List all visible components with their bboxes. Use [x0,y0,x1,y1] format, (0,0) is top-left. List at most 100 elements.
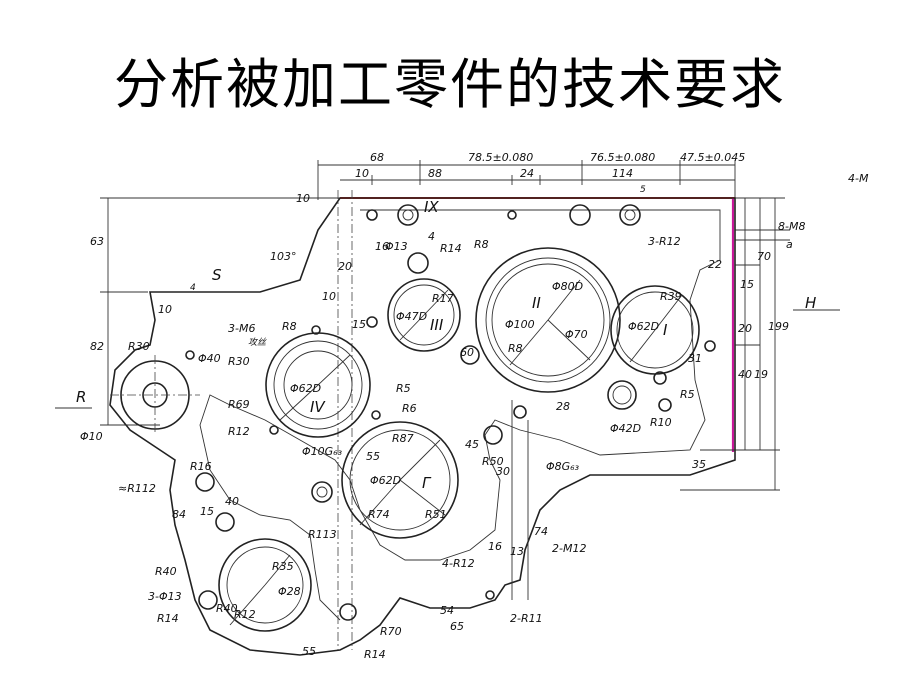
dim-phi62d-gamma: Φ62D [370,474,401,487]
dim-30: 30 [496,465,510,478]
dim-3-r12: 3-R12 [648,235,681,248]
dim-r40b: R40 [216,602,238,615]
boss-phi40 [110,355,200,435]
dim-r51: R51 [425,508,447,521]
dim-20b: 20 [338,260,352,273]
dim-phi62d-2: Φ62D [628,320,659,333]
dim-r87: R87 [392,432,414,445]
dim-phi8: Φ8G₆₃ [546,460,580,473]
dim-16b: 16 [488,540,502,553]
dim-3-m6-sub: 攻丝 [248,337,267,348]
dim-phi10: Φ10 [80,430,103,443]
left-dimension-lines [55,197,340,426]
dim-v4: 4 [190,283,196,293]
label-i: I [663,321,668,339]
dim-r12: R12 [228,425,250,438]
engineering-drawing: 68 78.5±0.080 76.5±0.080 47.5±0.045 10 8… [55,151,869,661]
dim-68: 68 [370,151,384,164]
dim-13: 13 [510,545,524,558]
dim-199: 199 [768,320,789,333]
dim-40: 40 [225,495,239,508]
dim-88: 88 [428,167,442,180]
dim-31: 31 [688,352,702,365]
dim-r6: R6 [402,402,417,415]
dim-r14c: R14 [440,242,462,255]
dim-5: 5 [640,185,646,195]
dim-55: 55 [302,645,316,658]
dim-16: 16 [375,240,389,253]
dim-28: 28 [556,400,570,413]
dim-r14: R14 [157,612,179,625]
dim-phi80d: Φ80D [552,280,583,293]
dim-3-m6: 3-M6 [228,322,255,335]
dim-phi47: Φ47D [396,310,427,323]
dim-2-r11: 2-R11 [510,612,543,625]
label-iv: IV [310,398,326,416]
label-iii: III [430,316,444,334]
dim-4-r12: 4-R12 [442,557,475,570]
dim-r30: R30 [128,340,150,353]
right-dimension-lines [680,197,840,491]
dim-r112: ≈R112 [118,482,156,495]
top-dimension-lines [317,160,736,200]
dim-4-m: 4-M [848,172,869,185]
dim-r8b: R8 [474,238,489,251]
dim-70: 70 [757,250,771,263]
dim-r74: R74 [368,508,390,521]
dim-a: a [786,238,793,251]
dim-phi70: Φ70 [565,328,588,341]
dim-82: 82 [90,340,104,353]
dim-r40: R40 [155,565,177,578]
dim-65: 65 [450,620,464,633]
dim-24: 24 [520,167,534,180]
dim-20: 20 [738,322,752,335]
dim-phi10g: Φ10G₆₃ [302,445,343,458]
dim-15: 15 [200,505,214,518]
dim-74: 74 [534,525,548,538]
dim-s: S [212,266,222,284]
dim-r17: R17 [432,292,454,305]
dim-r30b: R30 [228,355,250,368]
dim-h: H [805,294,816,312]
bore-iii [387,278,461,352]
dim-78-5: 78.5±0.080 [468,151,533,164]
label-ii: II [532,294,541,312]
dim-76-5: 76.5±0.080 [590,151,655,164]
dim-r14b: R14 [364,648,386,661]
bore-lower-left [218,538,312,632]
dim-103: 103° [270,250,297,263]
dim-r: R [76,388,86,406]
dim-2-m12: 2-M12 [552,542,586,555]
dim-45: 45 [465,438,479,451]
dim-r10: R10 [650,416,672,429]
bore-gamma [341,421,459,539]
dim-47-5: 47.5±0.045 [680,151,745,164]
dim-3-phi13: 3-Φ13 [148,590,182,603]
dim-r35: R35 [272,560,294,573]
dim-19: 19 [754,368,768,381]
dim-10b: 10 [158,303,172,316]
dim-60: 60 [460,346,474,359]
dim-8-m8: 8-M8 [778,220,805,233]
dim-r12b: R12 [234,608,256,621]
dim-55b: 55 [366,450,380,463]
dim-54: 54 [440,604,454,617]
dim-r8: R8 [282,320,297,333]
dim-10c: 10 [322,290,336,303]
dim-15c: 15 [352,318,366,331]
label-gamma: Γ [422,474,432,492]
dim-phi13: Φ13 [385,240,408,253]
dim-phi100: Φ100 [505,318,535,331]
dim-63: 63 [90,235,104,248]
dim-r69: R69 [228,398,250,411]
dim-phi62d: Φ62D [290,382,321,395]
dim-40b: 40 [738,368,752,381]
dim-r5: R5 [396,382,411,395]
dim-r5b: R5 [680,388,695,401]
dim-10: 10 [355,167,369,180]
bore-ii [475,247,621,393]
dim-phi28: Φ28 [278,585,301,598]
dim-114: 114 [612,167,633,180]
dim-r50: R50 [482,455,504,468]
dim-phi40: Φ40 [198,352,221,365]
